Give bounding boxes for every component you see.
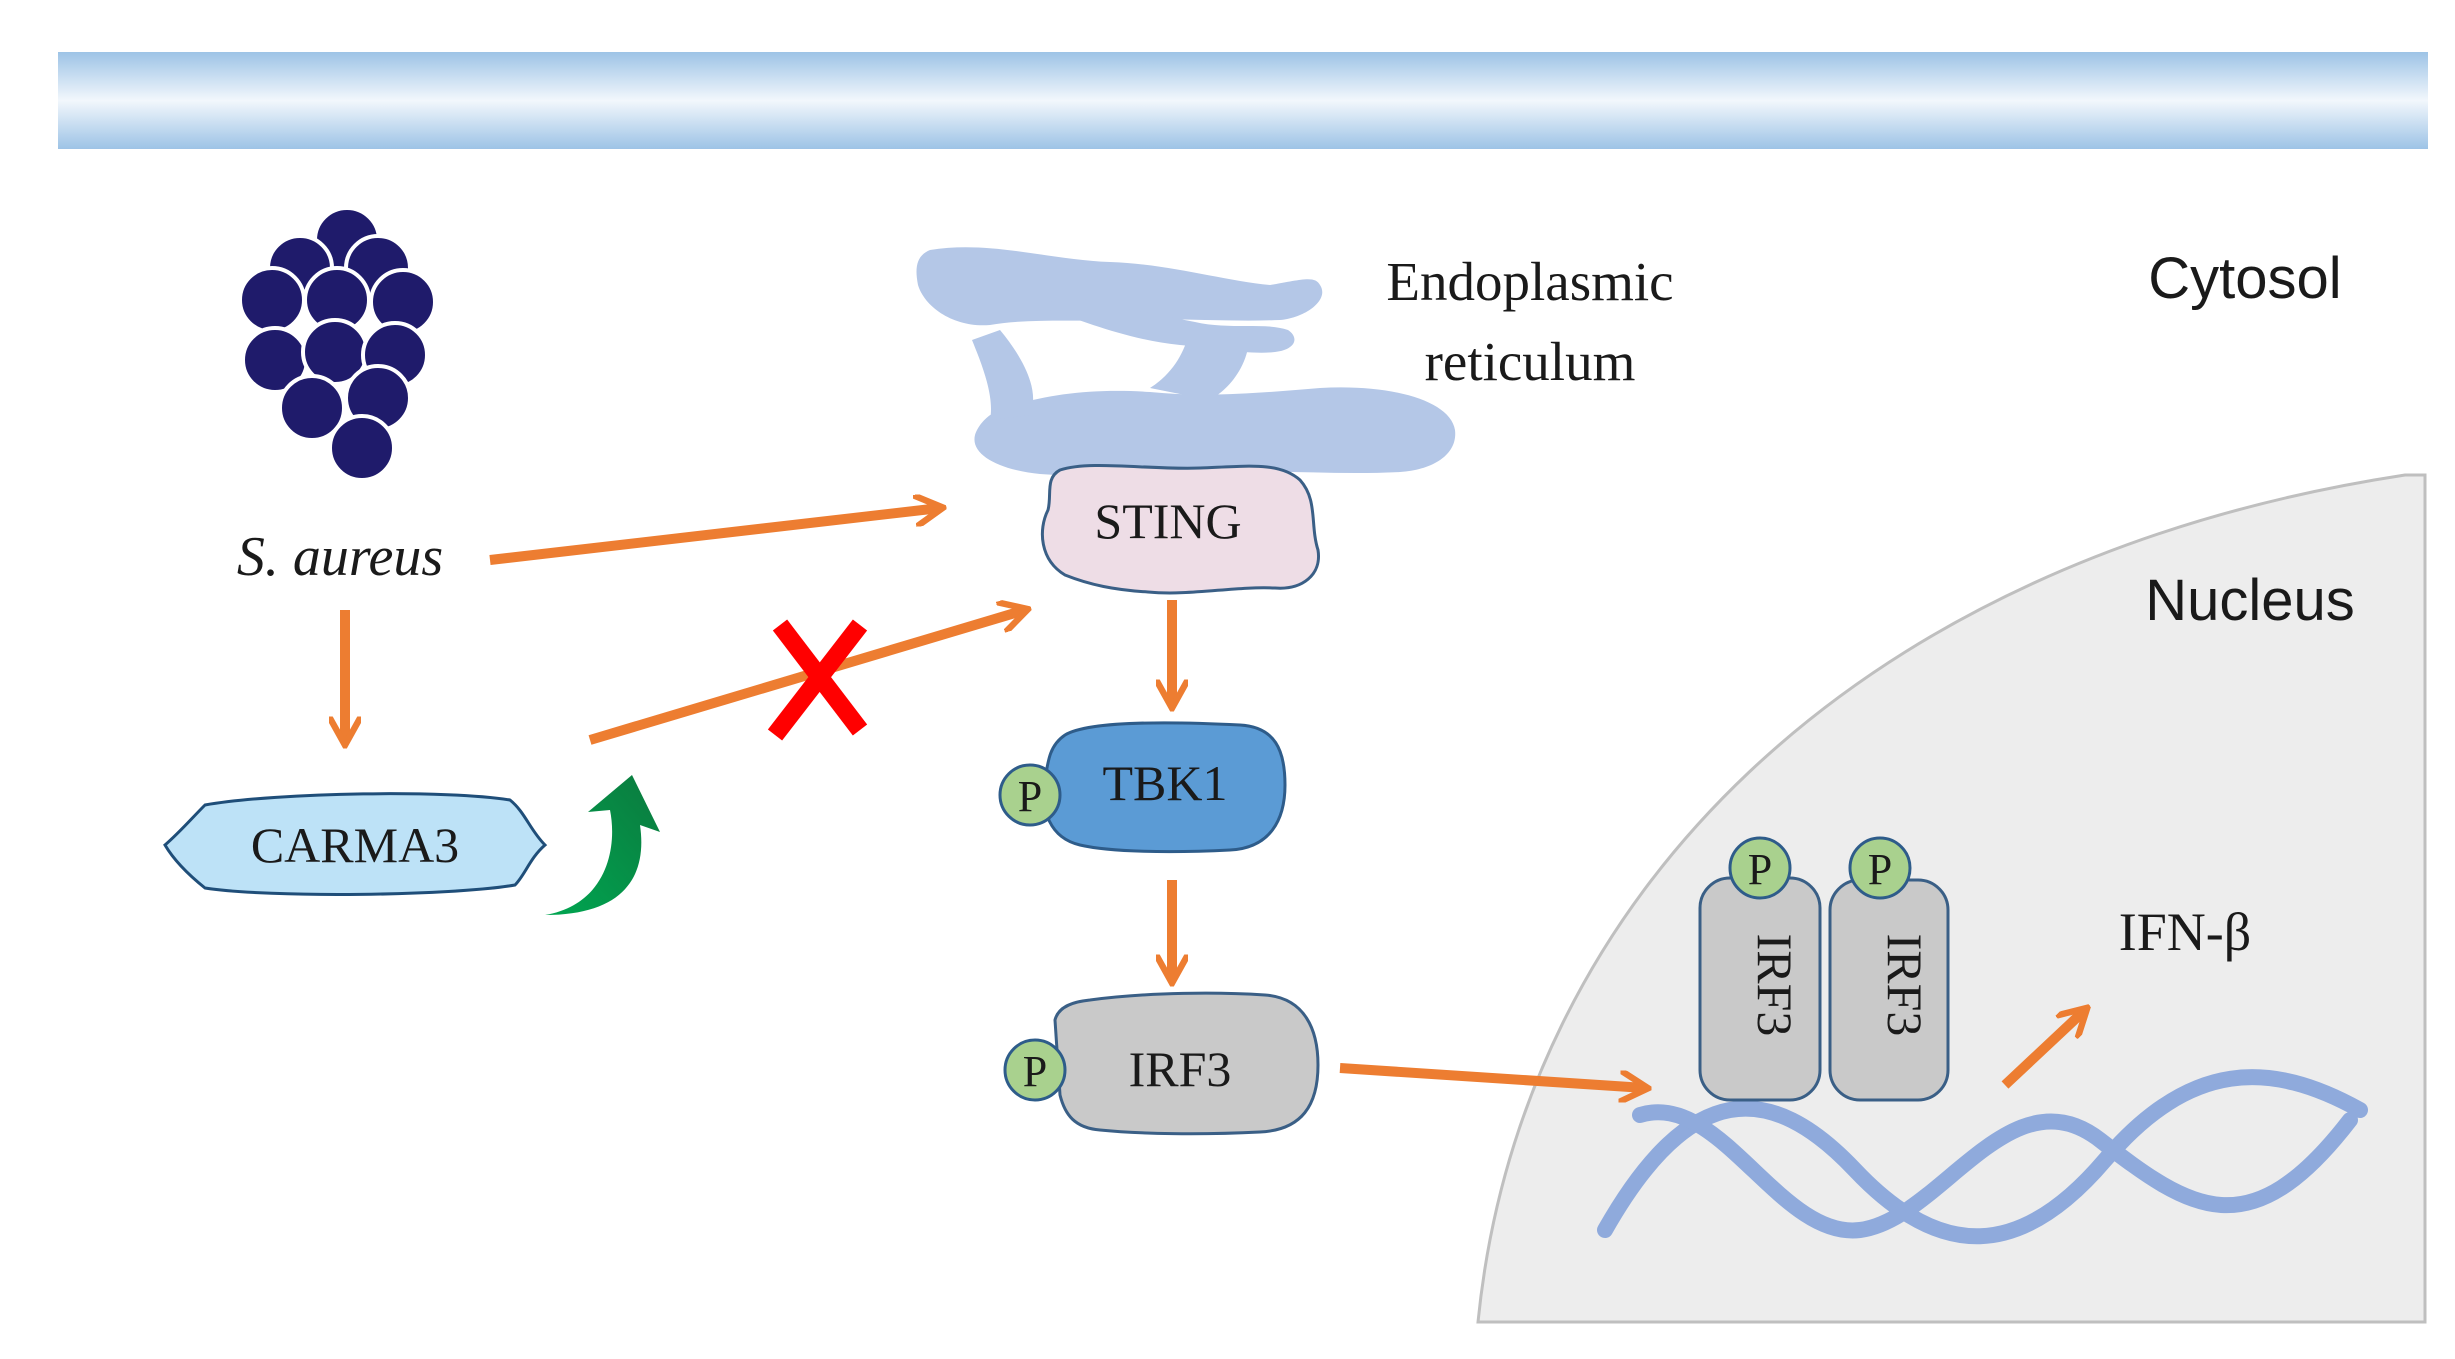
s-aureus-label: S. aureus: [237, 526, 443, 588]
irf3-label: IRF3: [1129, 1041, 1232, 1097]
irf3-phospho-badge: P: [1003, 1038, 1067, 1102]
dna-helix: [1597, 1069, 2368, 1245]
arrow-saureus-to-sting: [489, 508, 940, 565]
activation-arrows: [345, 508, 2085, 1088]
irf3-shape: [1053, 991, 1320, 1136]
irf3-dimer-label-a: IRF3: [1747, 934, 1803, 1037]
er-label-line2: reticulum: [1425, 331, 1636, 392]
tbk1-label: TBK1: [1103, 755, 1228, 811]
cell-membrane-band: [58, 52, 2428, 149]
arrow-irf3-to-nucleus: [1339, 1063, 1645, 1088]
cytosol-label: Cytosol: [2148, 246, 2341, 311]
irf3-dimer-phospho-b: P: [1868, 845, 1892, 894]
sting-shape: [1040, 463, 1320, 595]
upregulation-arrow-icon: [545, 775, 660, 915]
tbk1-phospho-badge: P: [998, 763, 1062, 827]
er-label-line1: Endoplasmic: [1386, 251, 1673, 312]
tbk1-phospho-label: P: [1018, 772, 1042, 821]
nucleus-label: Nucleus: [2145, 568, 2355, 633]
carma3-label: CARMA3: [251, 817, 459, 873]
sting-label: STING: [1094, 493, 1241, 549]
irf3-dimer-phospho-a: P: [1748, 845, 1772, 894]
carma3-shape: [163, 792, 548, 896]
s-aureus-cluster-icon: [238, 206, 437, 482]
ifn-beta-label: IFN-β: [2119, 902, 2251, 962]
irf3-phospho-label: P: [1023, 1047, 1047, 1096]
endoplasmic-reticulum: [916, 247, 1456, 476]
irf3-dimer-label-b: IRF3: [1877, 934, 1933, 1037]
irf3-dimer: IRF3 IRF3 P P: [1698, 836, 1950, 1102]
inhibition-x-icon: [767, 619, 868, 741]
arrow-dimer-to-ifn: [2001, 1010, 2085, 1089]
